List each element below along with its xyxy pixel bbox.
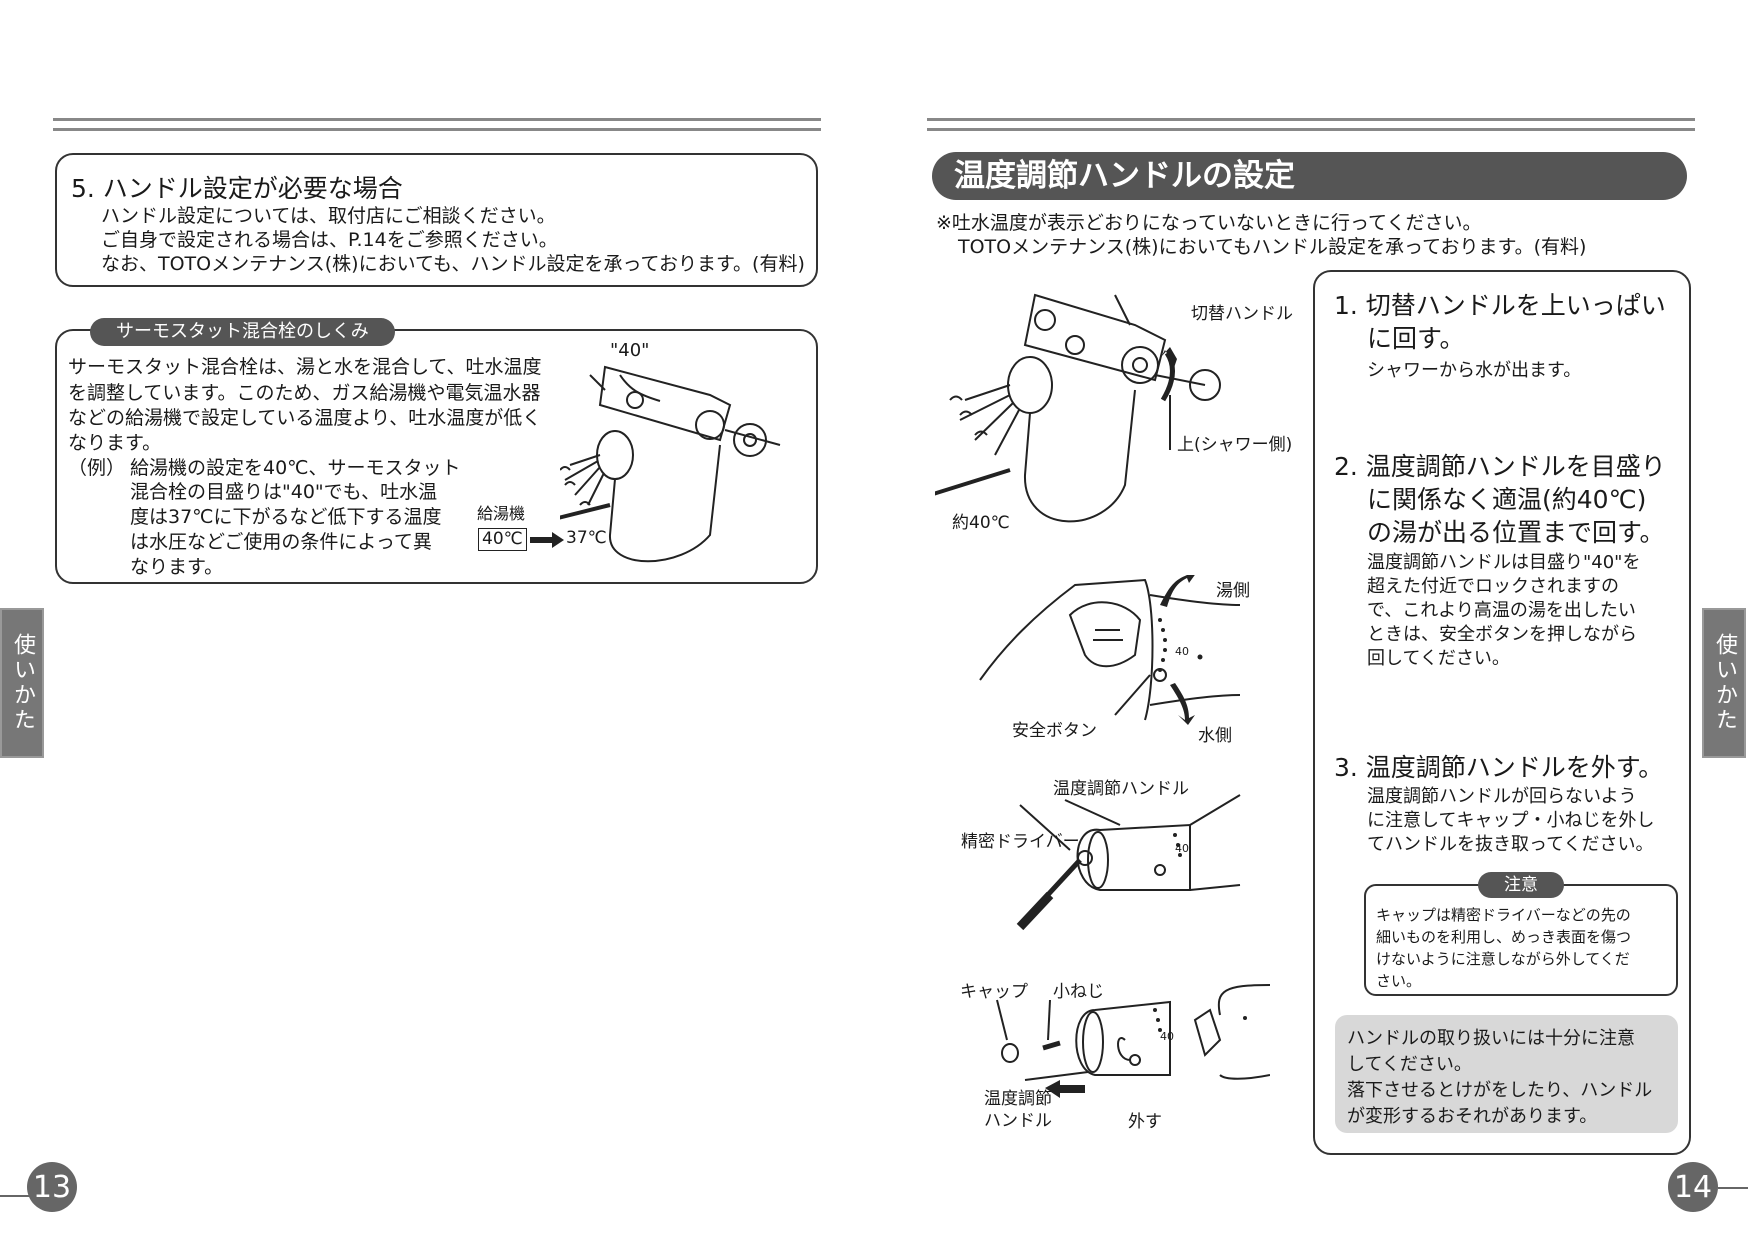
step3-heading-1: 3. 温度調節ハンドルを外す。: [1334, 753, 1664, 782]
label-temp-handle-2a: 温度調節: [984, 1089, 1052, 1109]
step2-heading-3: の湯が出る位置まで回す。: [1367, 518, 1665, 547]
thermostat-tab-label: サーモスタット混合栓のしくみ: [90, 318, 395, 346]
label-precision-driver: 精密ドライバー: [961, 832, 1080, 852]
section5-box: 5. ハンドル設定が必要な場合 ハンドル設定については、取付店にご相談ください。…: [55, 153, 818, 287]
step2-body-5: 回してください。: [1367, 648, 1510, 669]
example-line-4: は水圧などご使用の条件によって異: [130, 531, 432, 553]
label-temp-handle-2b: ハンドル: [984, 1111, 1052, 1131]
step2-body-2: 超えた付近でロックされますの: [1367, 576, 1619, 597]
example-line-3: 度は37℃に下がるなど低下する温度: [130, 506, 442, 528]
section5-line-3: なお、TOTOメンテナンス(株)においても、ハンドル設定を承っております。(有料…: [101, 253, 805, 275]
label-switch-handle: 切替ハンドル: [1191, 304, 1293, 324]
right-top-rule: [927, 118, 1695, 121]
side-tab-left[interactable]: 使いかた: [0, 608, 44, 758]
label-hot-side: 湯側: [1216, 581, 1250, 601]
step1-heading-2: に回す。: [1367, 324, 1465, 353]
label-heater-set: 40℃: [478, 528, 527, 551]
thermostat-box: [55, 329, 818, 584]
label-40-left: "40": [610, 340, 650, 361]
handle-rotation-illustration: [979, 575, 1241, 725]
step2-body-3: で、これより高温の湯を出したい: [1367, 600, 1636, 621]
right-bottom-line: [1718, 1187, 1748, 1189]
label-heater: 給湯機: [477, 504, 526, 523]
example-prefix: （例）: [68, 457, 126, 479]
label-remove: 外す: [1128, 1112, 1162, 1132]
section5-title: 5. ハンドル設定が必要な場合: [71, 174, 403, 203]
thermostat-line-4: なります。: [68, 432, 162, 454]
disassembly-illustration: [996, 984, 1270, 1098]
steps-panel: [1313, 270, 1691, 1155]
right-top-rule-2: [927, 128, 1695, 131]
thermostat-line-1: サーモスタット混合栓は、湯と水を混合して、吐水温度: [68, 356, 542, 378]
driver-illustration: [1016, 794, 1241, 931]
example-line-1: 給湯機の設定を40℃、サーモスタット: [130, 457, 461, 479]
step2-body-4: ときは、安全ボタンを押しながら: [1367, 624, 1637, 645]
warning-line-2: してください。: [1347, 1054, 1472, 1075]
faucet-illustration-left: [560, 365, 781, 563]
faucet-illustration-right: [935, 293, 1221, 523]
label-approx40: 約40℃: [952, 513, 1010, 533]
left-bottom-line: [0, 1195, 30, 1197]
note-2: TOTOメンテナンス(株)においてもハンドル設定を承っております。(有料): [958, 236, 1587, 258]
caution-label: 注意: [1478, 872, 1564, 898]
warning-line-4: が変形するおそれがあります。: [1347, 1106, 1598, 1127]
step3-body-1: 温度調節ハンドルが回らないよう: [1367, 786, 1637, 807]
page-title: 温度調節ハンドルの設定: [932, 152, 1687, 200]
step2-heading-1: 2. 温度調節ハンドルを目盛り: [1334, 452, 1666, 481]
label-outlet-temp: 37℃: [566, 528, 607, 548]
left-top-rule: [53, 118, 821, 121]
step2-body-1: 温度調節ハンドルは目盛り"40"を: [1367, 552, 1641, 573]
page-number-left: 13: [27, 1162, 77, 1212]
left-top-rule-2: [53, 128, 821, 131]
arrow-right-icon: [530, 532, 564, 548]
thermostat-line-2: を調整しています。このため、ガス給湯機や電気温水器: [68, 382, 541, 404]
note-1: ※吐水温度が表示どおりになっていないときに行ってください。: [936, 212, 1482, 234]
page-number-right: 14: [1668, 1162, 1718, 1212]
label-temp-handle: 温度調節ハンドル: [1053, 779, 1189, 799]
warning-box: [1335, 1015, 1678, 1133]
step3-body-2: に注意してキャップ・小ねじを外し: [1367, 810, 1655, 831]
warning-line-3: 落下させるとけがをしたり、ハンドル: [1347, 1080, 1653, 1101]
example-line-5: なります。: [130, 556, 224, 578]
example-line-2: 混合栓の目盛りは"40"でも、吐水温: [130, 481, 438, 503]
dial-40-b: 40: [1175, 842, 1189, 855]
step2-heading-2: に関係なく適温(約40℃): [1367, 485, 1647, 514]
caution-line-3: けないように注意しながら外してくだ: [1376, 950, 1630, 968]
step1-body-1: シャワーから水が出ます。: [1367, 360, 1582, 381]
label-up-shower: 上(シャワー側): [1177, 435, 1293, 455]
label-small-screw: 小ねじ: [1053, 982, 1104, 1002]
section5-line-1: ハンドル設定については、取付店にご相談ください。: [101, 205, 556, 227]
side-tab-right[interactable]: 使いかた: [1702, 608, 1746, 758]
thermostat-line-3: などの給湯機で設定している温度より、吐水温度が低く: [68, 407, 542, 429]
caution-line-4: さい。: [1376, 972, 1422, 990]
step1-heading-1: 1. 切替ハンドルを上いっぱい: [1334, 291, 1666, 320]
dial-40-c: 40: [1160, 1030, 1174, 1043]
dial-40-a: 40: [1175, 645, 1189, 658]
caution-line-2: 細いものを利用し、めっき表面を傷つ: [1376, 928, 1632, 946]
caution-line-1: キャップは精密ドライバーなどの先の: [1376, 906, 1631, 924]
warning-line-1: ハンドルの取り扱いには十分に注意: [1347, 1028, 1635, 1049]
label-safety-button: 安全ボタン: [1012, 721, 1097, 741]
step3-body-3: てハンドルを抜き取ってください。: [1367, 834, 1654, 855]
label-cold-side: 水側: [1198, 726, 1232, 746]
label-cap: キャップ: [960, 982, 1028, 1002]
section5-line-2: ご自身で設定される場合は、P.14をご参照ください。: [101, 229, 558, 251]
